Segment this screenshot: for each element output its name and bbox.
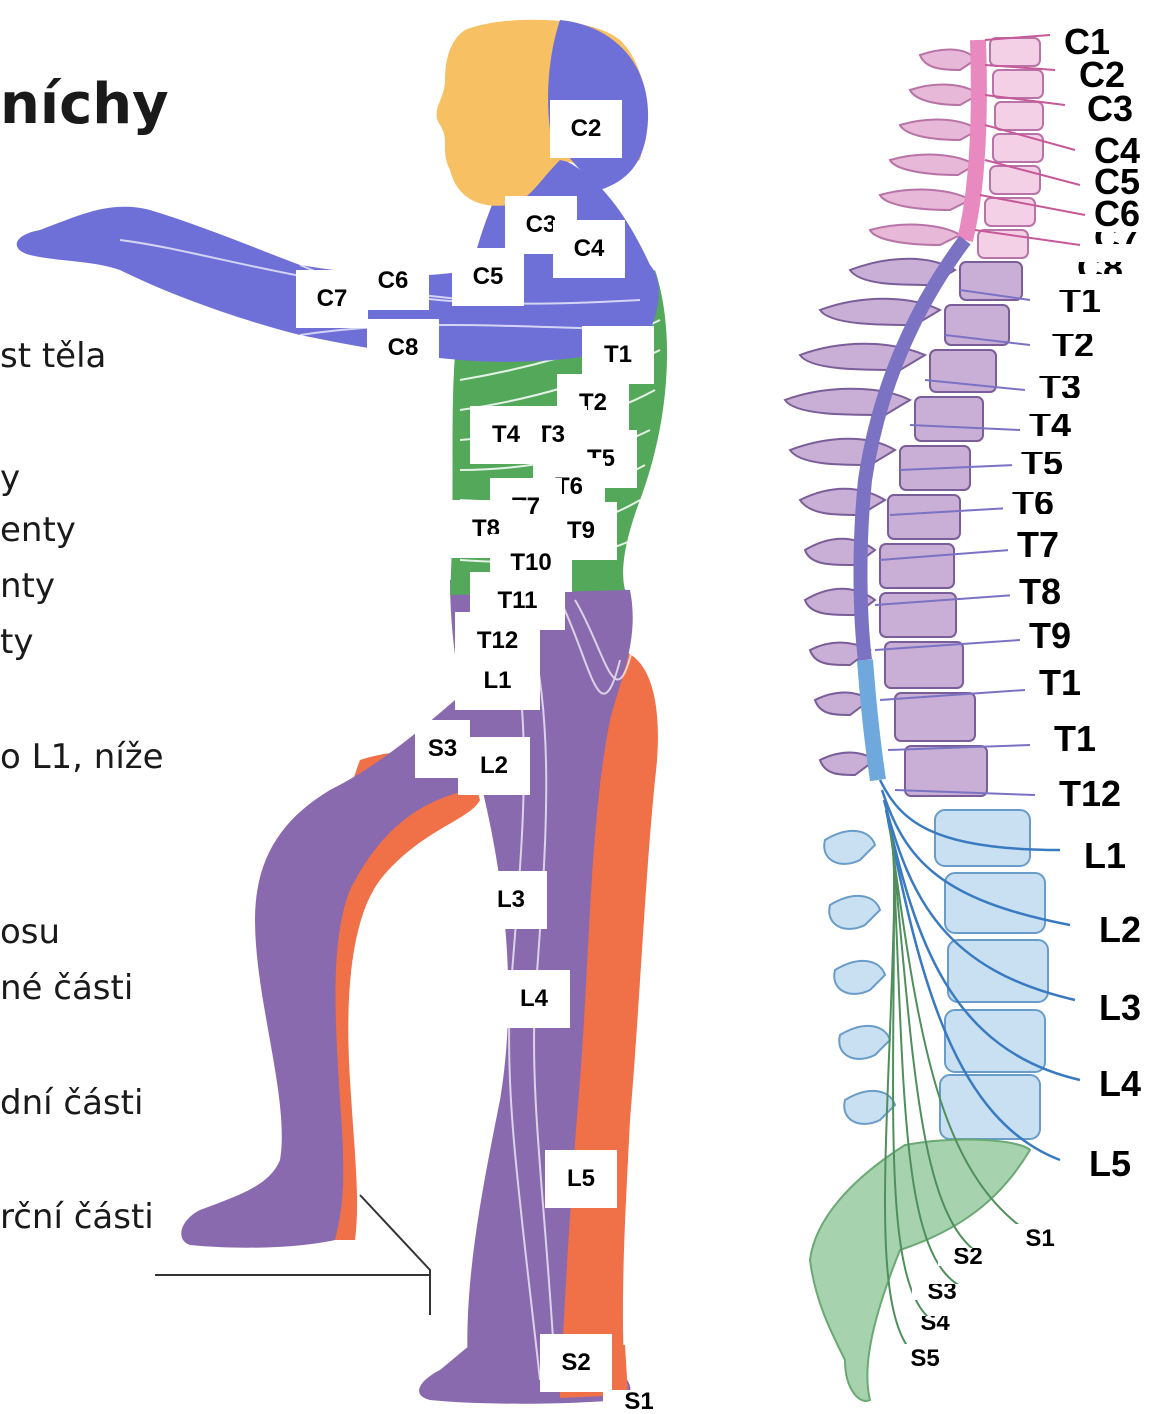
spine-label-t7: T7 xyxy=(1008,530,1068,560)
spine-label-c3: C3 xyxy=(1080,90,1140,128)
spine-label-s4: S4 xyxy=(905,1316,965,1330)
spine-label-t10: T1 xyxy=(1030,662,1090,704)
spine-label-t11: T1 xyxy=(1045,718,1105,760)
spine-label-l2: L2 xyxy=(1090,908,1150,952)
spine-label-s1: S1 xyxy=(1010,1224,1070,1254)
dermatome-label-c7: C7 xyxy=(296,270,368,328)
spine-label-t1: T1 xyxy=(1050,290,1110,312)
spine-figure xyxy=(785,35,1085,1401)
spine-label-l4: L4 xyxy=(1090,1062,1150,1106)
spine-label-t6: T6 xyxy=(1003,492,1063,514)
dermatome-label-l5: L5 xyxy=(545,1150,617,1208)
spine-label-t12: T12 xyxy=(1050,772,1130,816)
spine-label-s3: S3 xyxy=(912,1284,972,1300)
spine-label-c2: C2 xyxy=(1072,56,1132,94)
spine-label-t8: T8 xyxy=(1010,578,1070,606)
dermatome-label-s1: S1 xyxy=(603,1390,675,1414)
dermatome-label-l4: L4 xyxy=(498,970,570,1028)
dermatome-label-c5: C5 xyxy=(452,248,524,306)
dermatome-label-c4: C4 xyxy=(553,220,625,278)
spine-label-t5: T5 xyxy=(1012,452,1072,474)
spine-label-t2: T2 xyxy=(1043,334,1103,356)
spine-label-c6: C6 xyxy=(1087,196,1147,232)
spine-label-c5: C5 xyxy=(1087,164,1147,200)
spine-label-c8: C8 xyxy=(1065,262,1135,274)
spine-label-l1: L1 xyxy=(1075,834,1135,878)
spine-label-l3: L3 xyxy=(1090,986,1150,1030)
spine-label-l5: L5 xyxy=(1080,1142,1140,1186)
dermatome-label-s2: S2 xyxy=(540,1334,612,1392)
dermatome-label-l1: L1 xyxy=(455,652,540,710)
lumbar-front-leg xyxy=(181,700,480,1248)
spine-label-t3: T3 xyxy=(1030,376,1090,398)
spine-label-t4: T4 xyxy=(1020,414,1080,436)
dermatome-label-l3: L3 xyxy=(475,871,547,929)
spine-label-s2: S2 xyxy=(938,1248,998,1266)
spine-label-s5: S5 xyxy=(895,1344,955,1374)
dermatome-label-c8: C8 xyxy=(367,319,439,377)
dermatome-label-s3: S3 xyxy=(415,720,470,778)
dermatome-label-c2: C2 xyxy=(550,100,622,158)
spine-label-t9: T9 xyxy=(1020,622,1080,650)
dermatome-label-t4: T4 xyxy=(470,406,542,464)
spine-label-c7: C7 xyxy=(1087,232,1147,244)
